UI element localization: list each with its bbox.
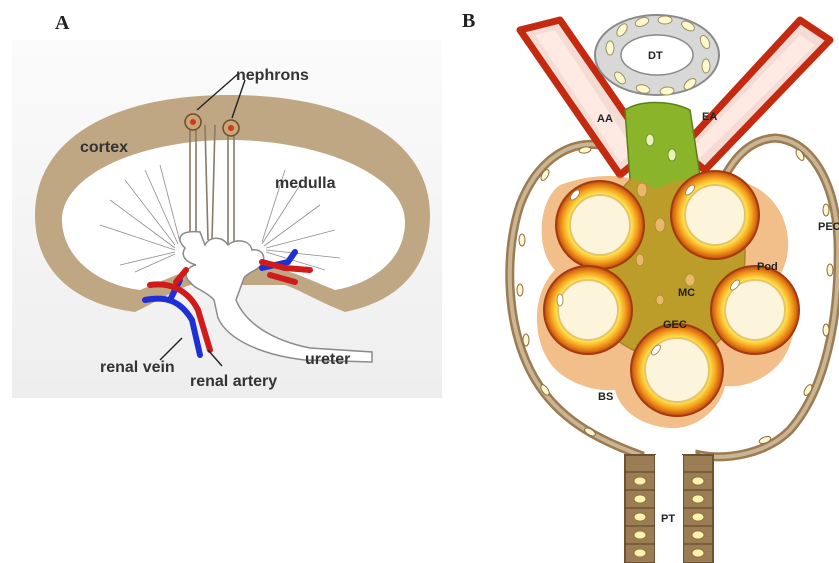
- label-renal-artery: renal artery: [190, 373, 277, 390]
- label-aa: AA: [597, 113, 613, 125]
- label-bs: BS: [598, 391, 613, 403]
- panel-a-kidney: nephrons cortex medulla renal vein renal…: [12, 40, 442, 398]
- label-renal-vein: renal vein: [100, 359, 175, 376]
- label-gec: GEC: [663, 319, 687, 331]
- panel-b-glomerulus: DT AA EA PEC Pod MC GEC BS PT: [510, 15, 839, 563]
- label-dt: DT: [648, 50, 663, 62]
- label-ureter: ureter: [305, 351, 350, 368]
- label-cortex: cortex: [80, 139, 128, 156]
- label-ea: EA: [702, 111, 717, 123]
- label-nephrons: nephrons: [236, 67, 309, 84]
- proximal-tubule: [625, 455, 713, 563]
- label-mc: MC: [678, 287, 695, 299]
- label-medulla: medulla: [275, 175, 336, 192]
- label-pod: Pod: [757, 261, 778, 273]
- label-pec: PEC: [818, 221, 839, 233]
- label-pt: PT: [661, 513, 675, 525]
